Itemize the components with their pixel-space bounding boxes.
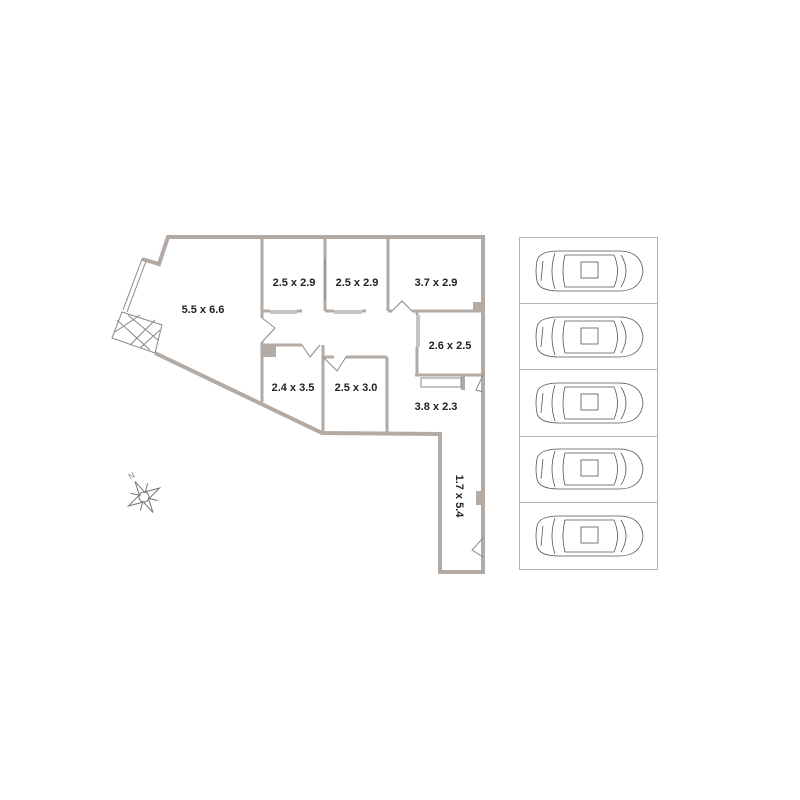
room-label: 2.5 x 2.9 (272, 277, 316, 289)
columns (263, 302, 483, 505)
room-label: 1.7 x 5.4 (453, 474, 465, 518)
room-label: 2.5 x 2.9 (335, 277, 379, 289)
car-icon (535, 448, 643, 490)
parking-space (520, 238, 657, 305)
car-icon (535, 250, 643, 291)
room-label: 3.7 x 2.9 (414, 277, 458, 289)
doors-windows (111, 258, 484, 558)
parking-space (520, 437, 657, 503)
outer-wall (141, 235, 485, 574)
compass-north-label: N (127, 470, 137, 481)
car-icon (535, 382, 643, 424)
compass-icon: N (126, 470, 162, 513)
parking-space (520, 304, 657, 371)
room-label: 2.5 x 3.0 (334, 382, 378, 394)
parking-space (520, 503, 657, 569)
parking-area (519, 237, 658, 570)
room-label: 5.5 x 6.6 (181, 304, 225, 316)
interior-walls (260, 237, 483, 432)
room-label: 2.4 x 3.5 (271, 382, 315, 394)
room-label: 2.6 x 2.5 (428, 340, 472, 352)
parking-space (520, 370, 657, 437)
car-icon (535, 316, 643, 358)
room-label: 3.8 x 2.3 (414, 401, 458, 413)
car-icon (535, 515, 643, 557)
